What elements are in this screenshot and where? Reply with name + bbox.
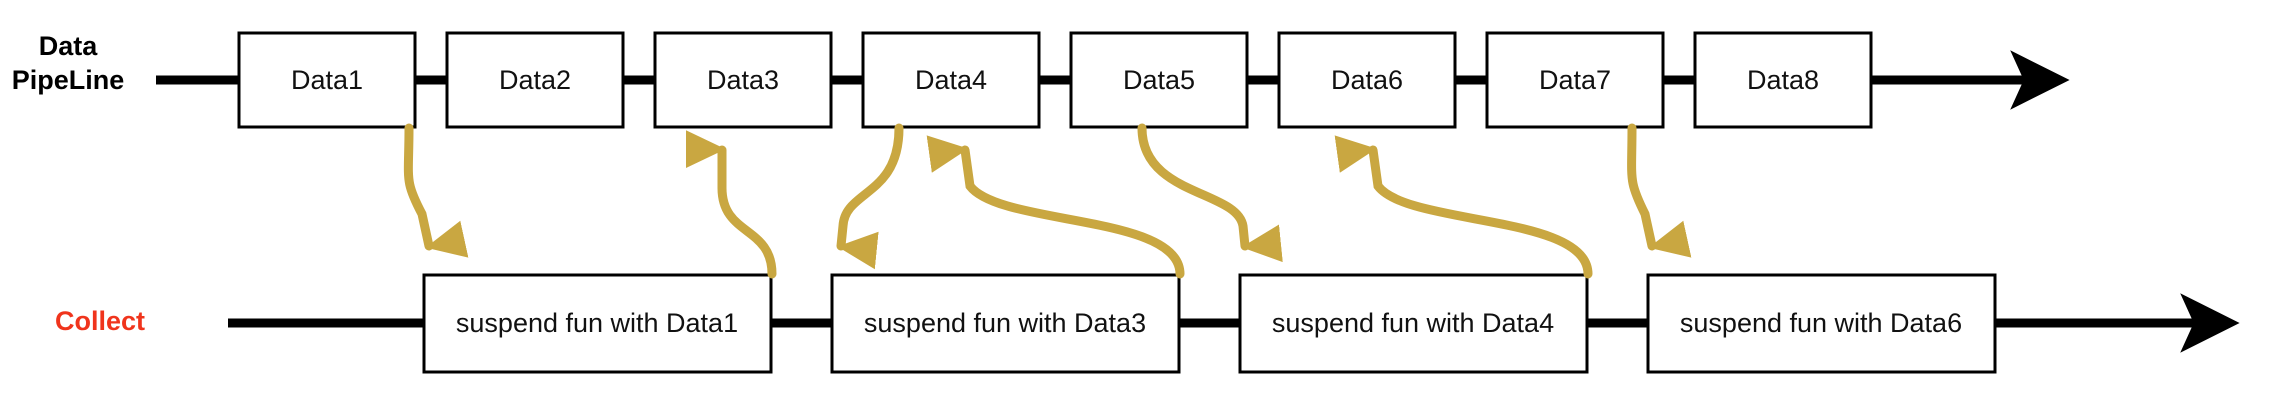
node-label: Data2 bbox=[499, 65, 571, 95]
collect-label-line1: Collect bbox=[55, 306, 145, 336]
node-box[interactable] bbox=[1646, 273, 1997, 374]
node-label: Data8 bbox=[1747, 65, 1819, 95]
node-label: suspend fun with Data3 bbox=[864, 308, 1146, 338]
node-box[interactable] bbox=[1277, 31, 1457, 129]
node-label: Data7 bbox=[1539, 65, 1611, 95]
connector-data6-to-collect6 bbox=[1627, 123, 1692, 258]
pipeline-node-data5[interactable]: Data5 bbox=[1069, 31, 1249, 129]
collect-row-label: Collect bbox=[55, 306, 145, 336]
connector-collect3-to-data4 bbox=[926, 135, 1185, 279]
node-box[interactable] bbox=[653, 31, 833, 129]
connector-data1-to-collect1 bbox=[403, 123, 469, 258]
node-label: Data3 bbox=[707, 65, 779, 95]
collect-node-data6[interactable]: suspend fun with Data6 bbox=[1646, 273, 1997, 374]
node-box[interactable] bbox=[1485, 31, 1665, 129]
node-label: suspend fun with Data1 bbox=[456, 308, 738, 338]
node-label: Data5 bbox=[1123, 65, 1195, 95]
node-box[interactable] bbox=[830, 273, 1181, 374]
collect-node-data3[interactable]: suspend fun with Data3 bbox=[830, 273, 1181, 374]
node-label: Data1 bbox=[291, 65, 363, 95]
node-box[interactable] bbox=[237, 31, 417, 129]
pipeline-node-data6[interactable]: Data6 bbox=[1277, 31, 1457, 129]
connector-collect1-to-data3 bbox=[686, 130, 777, 279]
pipeline-node-data3[interactable]: Data3 bbox=[653, 31, 833, 129]
node-box[interactable] bbox=[422, 273, 773, 374]
pipeline-node-data2[interactable]: Data2 bbox=[445, 31, 625, 129]
node-box[interactable] bbox=[1693, 31, 1873, 129]
connector-data3-to-collect3 bbox=[836, 123, 904, 270]
connector-data4-to-collect4 bbox=[1137, 123, 1283, 263]
pipeline-node-data7[interactable]: Data7 bbox=[1485, 31, 1665, 129]
pipeline-node-data8[interactable]: Data8 bbox=[1693, 31, 1873, 129]
pipeline-node-data4[interactable]: Data4 bbox=[861, 31, 1041, 129]
node-box[interactable] bbox=[861, 31, 1041, 129]
node-label: suspend fun with Data6 bbox=[1680, 308, 1962, 338]
node-box[interactable] bbox=[1238, 273, 1589, 374]
node-box[interactable] bbox=[1069, 31, 1249, 129]
node-label: suspend fun with Data4 bbox=[1272, 308, 1554, 338]
node-label: Data6 bbox=[1331, 65, 1403, 95]
connector-collect4-to-data6 bbox=[1334, 135, 1593, 279]
node-box[interactable] bbox=[445, 31, 625, 129]
collect-node-data1[interactable]: suspend fun with Data1 bbox=[422, 273, 773, 374]
node-label: Data4 bbox=[915, 65, 987, 95]
pipeline-label-line1: Data bbox=[39, 31, 99, 61]
pipeline-node-data1[interactable]: Data1 bbox=[237, 31, 417, 129]
pipeline-label-line2: PipeLine bbox=[12, 65, 125, 95]
pipeline-row-label: Data PipeLine bbox=[12, 31, 125, 95]
collect-node-data4[interactable]: suspend fun with Data4 bbox=[1238, 273, 1589, 374]
